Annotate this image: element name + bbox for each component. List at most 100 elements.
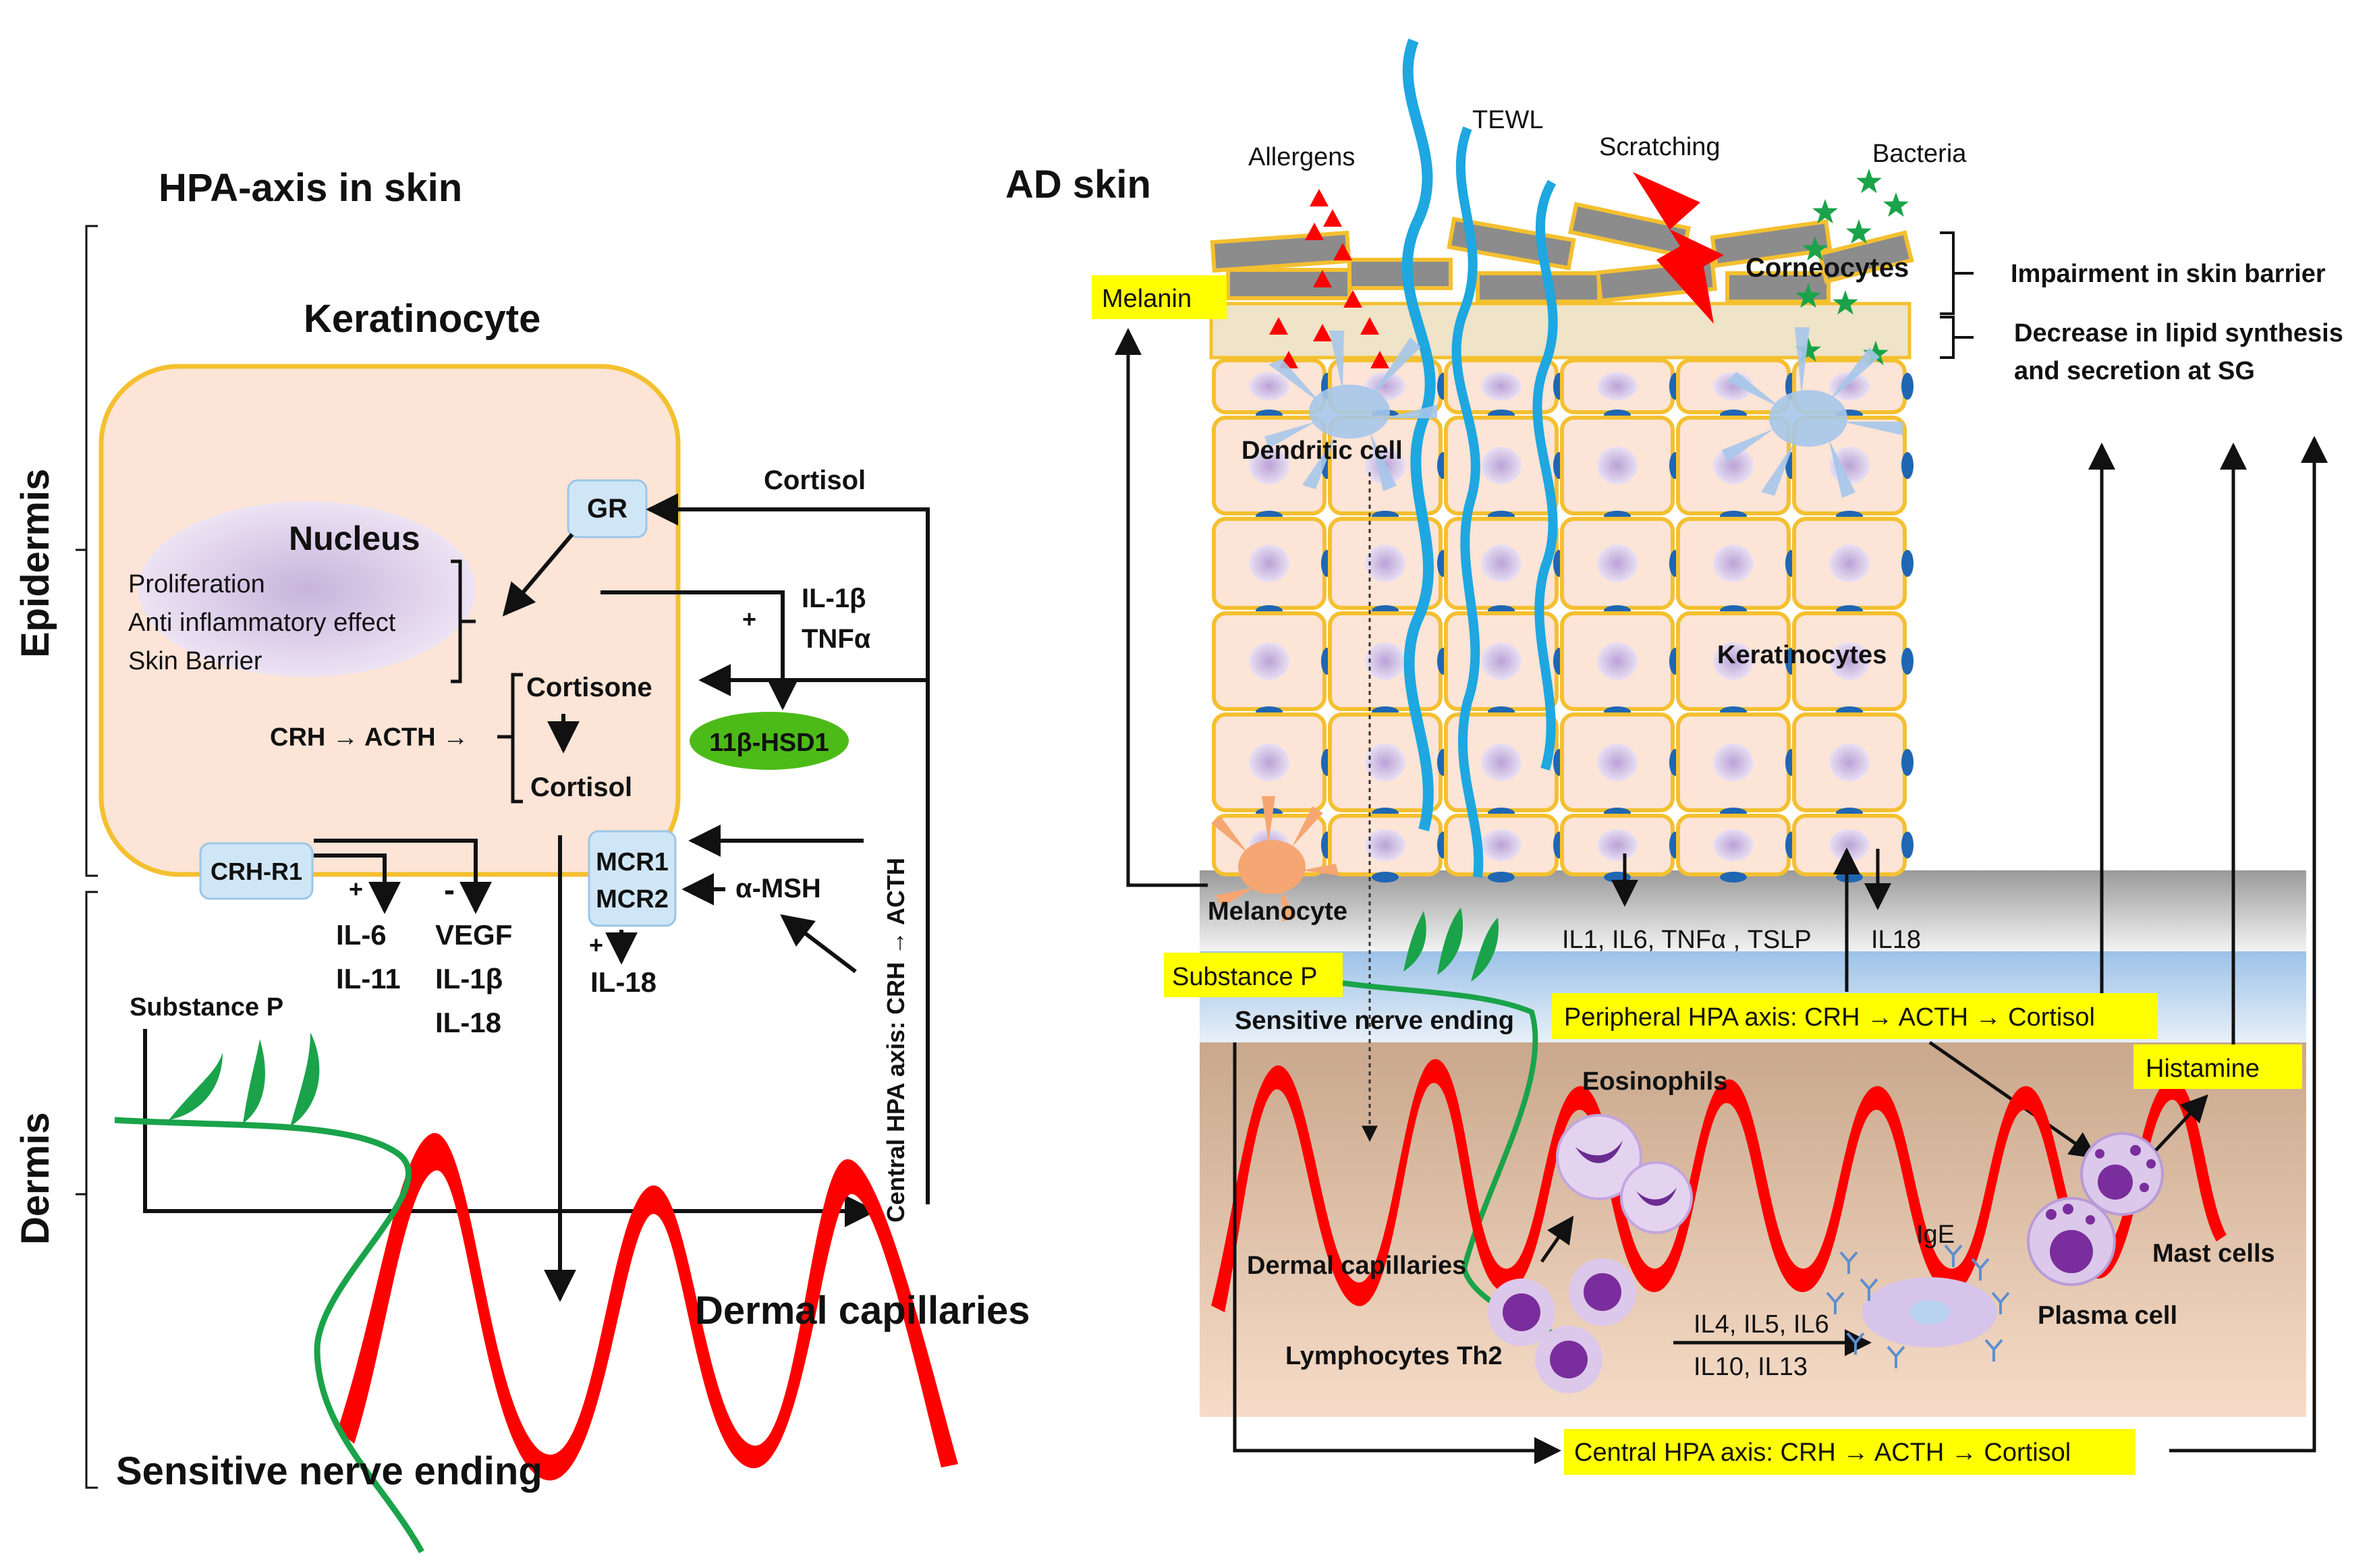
bacterium <box>1846 219 1872 244</box>
ige-antibody <box>1944 1244 1963 1267</box>
keratinocyte-nucleus <box>1481 372 1521 401</box>
lipid-label-line1: Decrease in lipid synthesis <box>2014 319 2343 347</box>
ige-antibodies <box>1826 1244 2010 1368</box>
bacteria-particles <box>1795 169 1909 366</box>
amsh-label: α-MSH <box>735 874 821 903</box>
keratinocyte-nucleus <box>1597 447 1638 484</box>
bacterium <box>1802 236 1828 261</box>
corneocyte <box>1476 271 1601 304</box>
impairment-label: Impairment in skin barrier <box>2011 260 2326 288</box>
substance-p-to-central-arrow <box>143 1029 877 1227</box>
corneocyte <box>1210 230 1351 273</box>
bacteria-label: Bacteria <box>1872 140 1967 168</box>
minus-vegf-sign: - <box>444 872 455 908</box>
il18-b-label: IL-18 <box>590 966 657 998</box>
keratinocyte-nucleus <box>1365 829 1405 862</box>
keratinocyte-nucleus <box>1249 642 1289 680</box>
allergens-label: Allergens <box>1248 143 1355 171</box>
keratinocyte-nucleus <box>1713 829 1754 862</box>
epidermis-label: Epidermis <box>13 469 57 658</box>
keratinocyte-nucleus <box>1365 544 1405 582</box>
keratinocyte-nucleus <box>1597 829 1638 862</box>
bacterium <box>1856 169 1882 194</box>
cell-junction <box>1901 749 1914 776</box>
corneocyte <box>1817 230 1914 284</box>
bacterium <box>1812 199 1838 224</box>
right-nerve-fiber <box>1342 980 1553 1335</box>
cell-junction <box>1372 872 1399 883</box>
tewl-label: TEWL <box>1472 106 1544 134</box>
keratinocyte-nucleus <box>1829 372 1870 401</box>
central-to-amsh-arrow <box>780 914 857 974</box>
keratinocyte-nucleus <box>1481 544 1521 582</box>
keratinocyte-nucleus <box>1249 744 1289 781</box>
keratinocyte-nucleus <box>1713 642 1754 680</box>
lymphocytes-th2 <box>1488 1258 1636 1393</box>
ige-antibody <box>1860 1278 1878 1301</box>
effects-bracket <box>451 559 476 683</box>
hsd-enzyme <box>690 712 849 770</box>
central-hpa-box <box>1564 1429 2135 1475</box>
keratinocytes-label: Keratinocytes <box>1717 641 1887 669</box>
bacterium <box>1863 341 1889 366</box>
cell-junction <box>1901 452 1914 479</box>
il-line1-label: IL4, IL5, IL6 <box>1694 1310 1829 1339</box>
keratinocyte-nucleus <box>1713 544 1754 582</box>
lipid-label-line2: and secretion at SG <box>2014 357 2255 385</box>
ige-producing-cell-nucleus <box>1909 1300 1950 1324</box>
ige-antibody <box>1991 1291 2010 1314</box>
ige-antibody <box>1984 1339 2003 1362</box>
plus-il1-sign: + <box>742 605 756 633</box>
peripheral-hpa-box <box>1552 993 2158 1039</box>
tewl-stream-3 <box>1532 179 1558 771</box>
il6-label: IL-6 <box>336 919 387 951</box>
corneocytes-label: Corneocytes <box>1746 253 1909 283</box>
nucleus <box>138 501 476 677</box>
left-dermal-capillary <box>337 1133 958 1481</box>
keratinocyte-nucleus <box>1713 447 1754 484</box>
plasma-cell-label: Plasma cell <box>2038 1301 2177 1330</box>
eosinophils <box>1556 1114 1693 1234</box>
left-dermal-capillaries-label: Dermal capillaries <box>695 1289 1030 1333</box>
scratching-icon <box>1633 172 1724 324</box>
plus-il18-sign: + <box>589 931 603 959</box>
crh-acth-label: CRH → ACTH → <box>270 723 468 752</box>
cell-junction <box>1720 872 1747 883</box>
plus-il6-sign: + <box>349 875 363 903</box>
keratinocyte-nucleus <box>1597 642 1638 680</box>
melanocyte-label: Melanocyte <box>1208 897 1347 926</box>
histamine-box <box>2133 1044 2302 1089</box>
keratinocyte-nucleus <box>1829 544 1870 582</box>
il1b-label: IL-1β <box>802 584 866 613</box>
left-panel-title: HPA-axis in skin <box>159 166 462 210</box>
right-panel-title: AD skin <box>1005 163 1151 206</box>
crhr1-receptor <box>199 842 314 900</box>
il18-right-label: IL18 <box>1871 926 1921 954</box>
cell-junction <box>1901 648 1914 675</box>
il11-label: IL-11 <box>336 963 401 995</box>
effect-proliferation: Proliferation <box>128 570 265 598</box>
melanin-label: Melanin <box>1102 285 1192 313</box>
il-line2-label: IL10, IL13 <box>1694 1353 1808 1381</box>
effect-skin-barrier: Skin Barrier <box>128 647 262 675</box>
eosinophils-label: Eosinophils <box>1582 1067 1727 1096</box>
left-nerve-fiber <box>114 1117 424 1554</box>
ige-antibody <box>1846 1332 1865 1355</box>
right-sensitive-nerve-label: Sensitive nerve ending <box>1235 1007 1514 1035</box>
corneocyte <box>1347 258 1453 290</box>
right-panel: AD skin TEWL Allergens <box>1005 38 2343 1475</box>
melanocyte-to-melanin-arrow <box>1115 328 1208 887</box>
bacterium <box>1883 192 1909 217</box>
central-to-lipid-arrow <box>2169 436 2328 1453</box>
keratinocyte-nucleus <box>1713 744 1754 781</box>
left-panel: HPA-axis in skin Epidermis Dermis Kerati… <box>13 166 1030 1554</box>
cell-junction <box>1901 372 1914 400</box>
keratinocyte-nucleus <box>1249 447 1289 484</box>
keratinocyte-nucleus <box>1365 642 1405 680</box>
histamine-label: Histamine <box>2146 1055 2260 1083</box>
mast-cell <box>2080 1132 2164 1216</box>
right-dermal-capillary <box>1211 1059 2227 1312</box>
vegf-label: VEGF <box>435 919 512 951</box>
peripheral-hpa-label: Peripheral HPA axis: CRH → ACTH → Cortis… <box>1564 1003 2095 1032</box>
gr-label: GR <box>587 494 627 524</box>
